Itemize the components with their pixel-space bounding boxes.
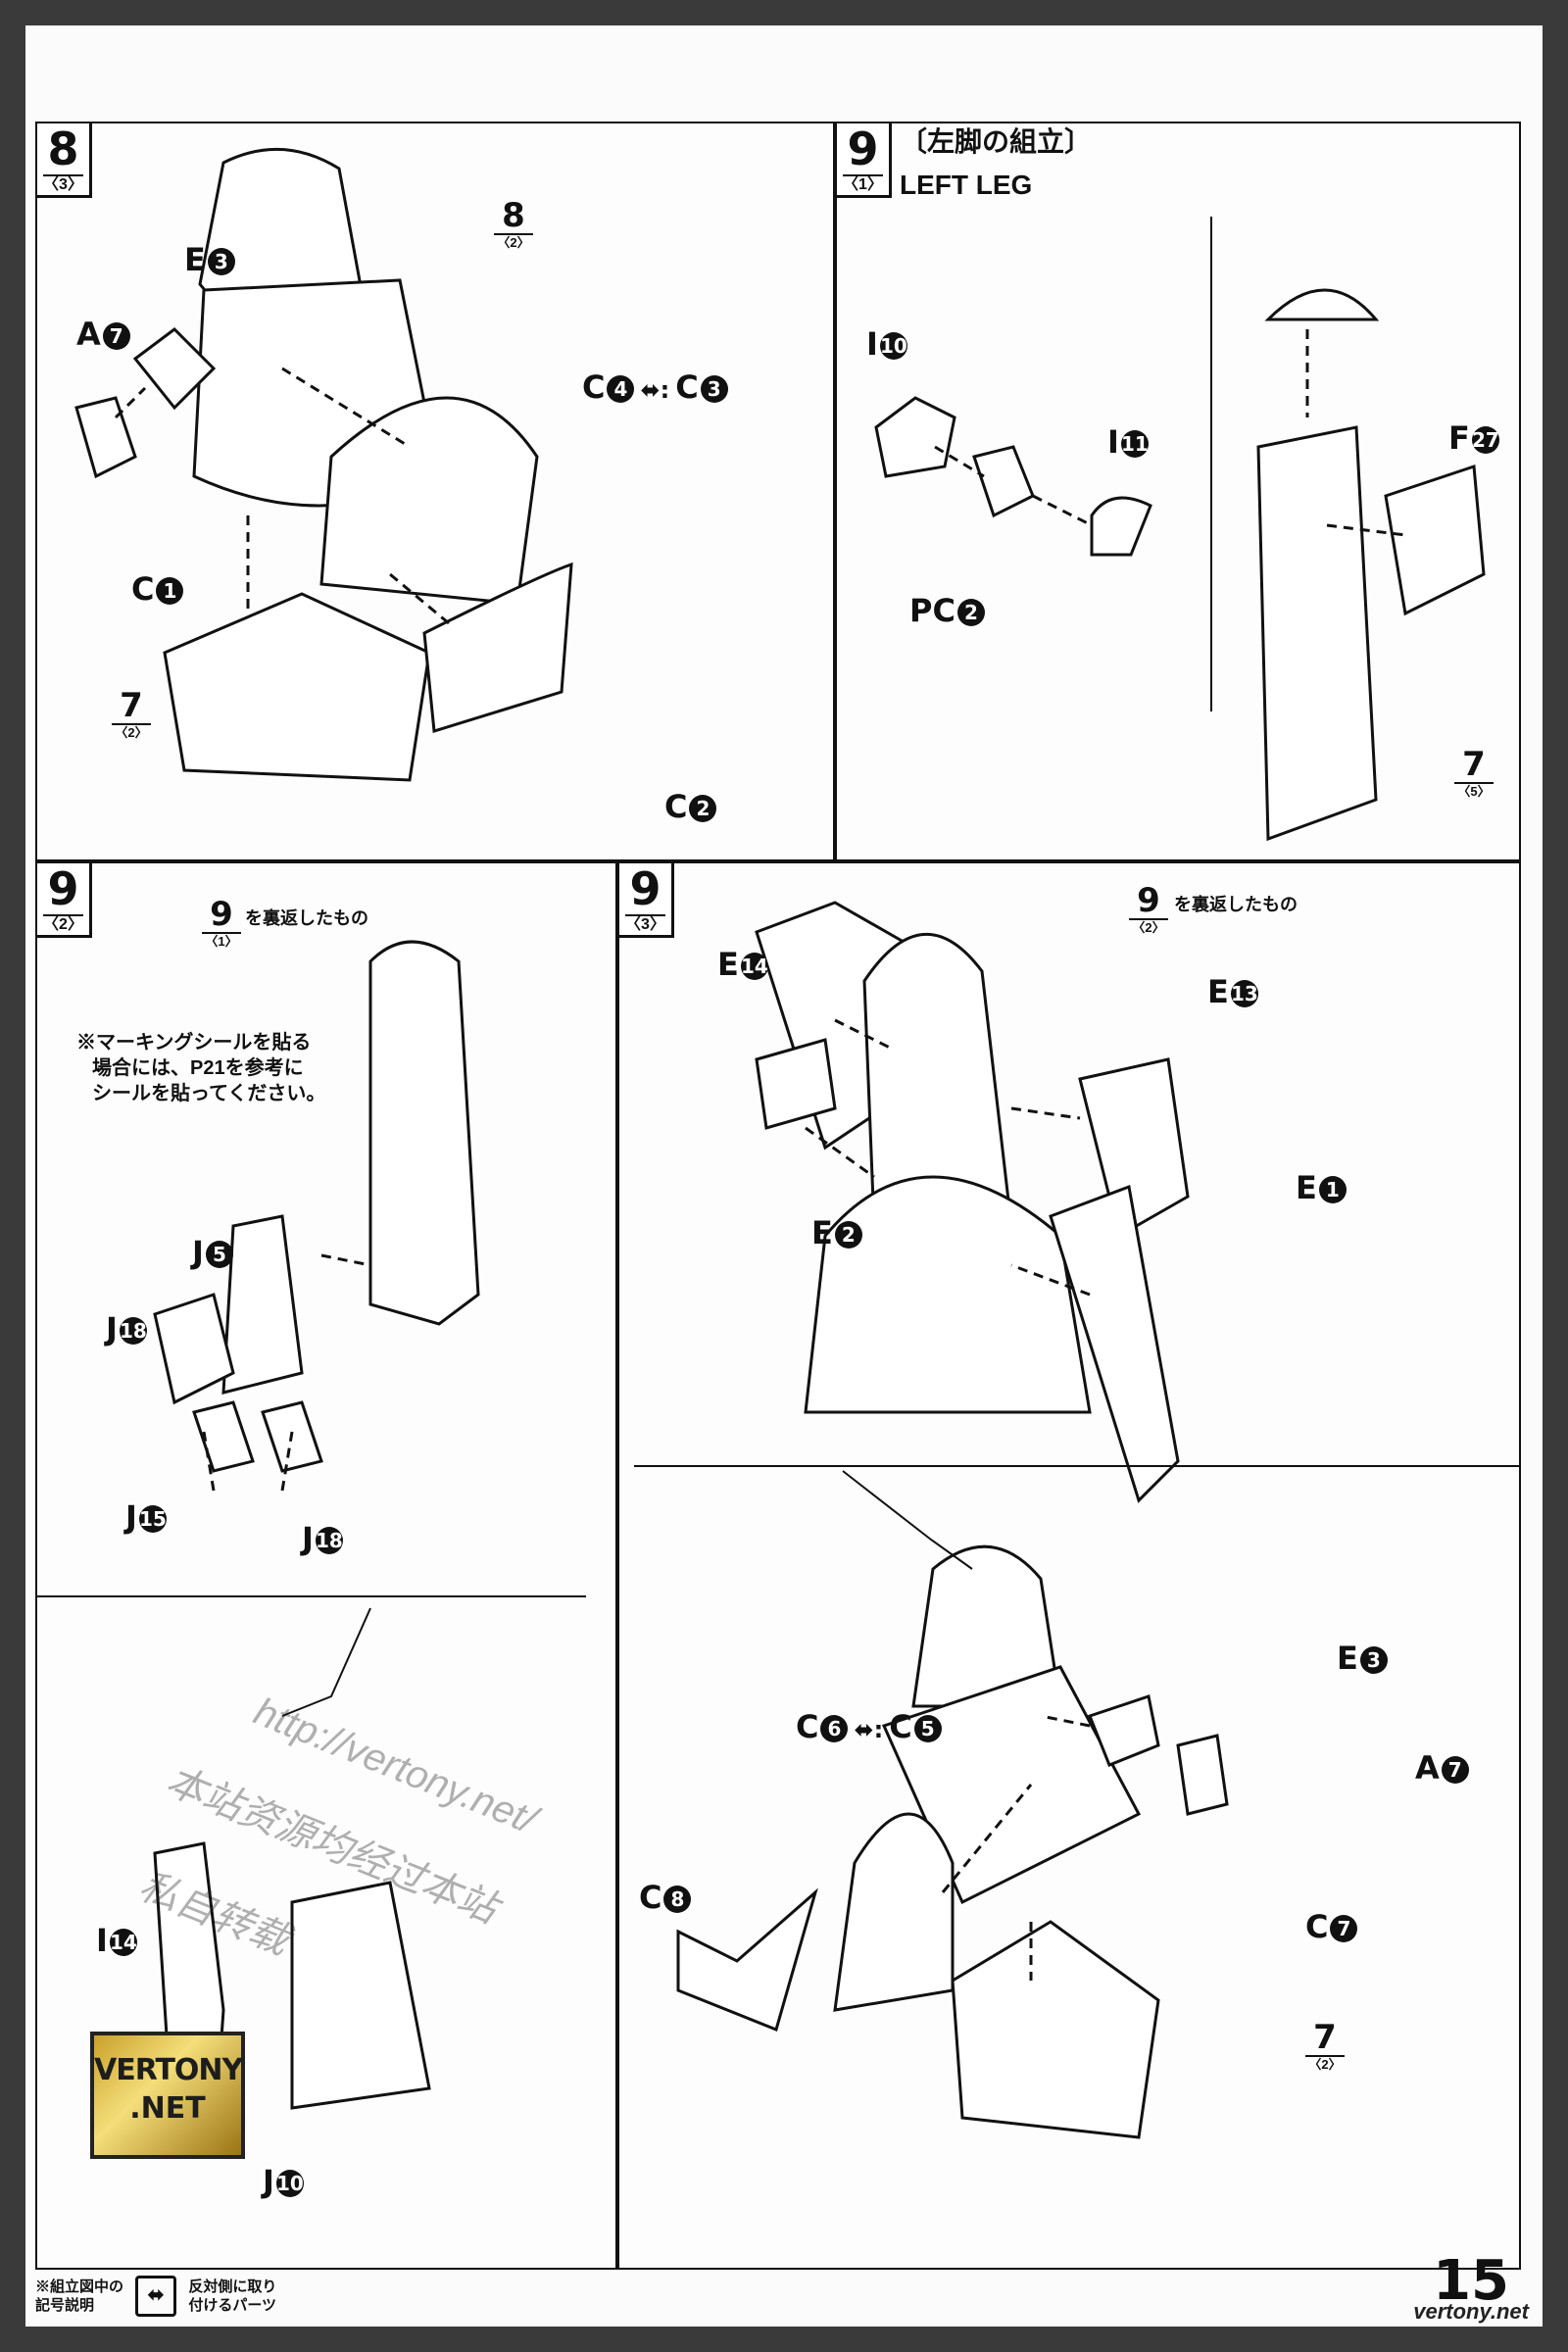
ref-badge: 9 〈1〉 [202,897,241,950]
legend-desc: 付けるパーツ [188,2297,277,2314]
ref-badge: 7 〈2〉 [112,688,151,741]
ref-sub: 〈1〉 [202,932,241,950]
site-url: vertony.net [1413,2299,1529,2324]
legend-title: 記号説明 [35,2297,95,2314]
leg-assembly-drawing [634,901,1519,2139]
vertony-logo: VERTONY .NET [90,2032,245,2159]
step-number: 8 [47,122,79,175]
step-sub: 〈3〉 [625,914,665,933]
legend-desc: 反対側に取り [188,2278,277,2295]
step-sub: 〈2〉 [43,914,83,933]
step-badge: 9 〈1〉 [837,123,892,198]
step-title-en: LEFT LEG [900,170,1033,200]
ref-sub: 〈2〉 [112,723,151,741]
ref-badge: 8 〈2〉 [494,198,533,251]
ref-sub: 〈2〉 [494,233,533,251]
step-badge: 8 〈3〉 [37,123,92,198]
panel-step-9-3: 9 〈3〉 9 〈2〉 を裏返したもの 7 〈2〉 [617,861,1521,2270]
ref-number: 7 [1313,2018,1337,2057]
ref-badge: 7 〈5〉 [1454,747,1494,800]
ref-sub: 〈2〉 [1305,2055,1345,2073]
ref-sub: 〈5〉 [1454,782,1494,800]
ref-sub: 〈2〉 [1129,918,1168,936]
step-badge: 9 〈2〉 [37,863,92,938]
leg-part-drawing [74,147,573,782]
legend-title: ※組立図中の [35,2278,124,2295]
footer-legend: ※組立図中の 記号説明 ⬌ 反対側に取り 付けるパーツ [35,2276,276,2330]
ref-number: 9 [210,895,233,934]
step-number: 9 [47,862,79,915]
step-sub: 〈3〉 [43,174,83,193]
ref-caption: を裏返したもの [245,908,368,928]
step-badge: 9 〈3〉 [619,863,674,938]
ref-number: 9 [1137,881,1160,920]
ref-number: 8 [502,196,525,235]
sticker-note: ※マーキングシールを貼る 場合には、P21を参考に シールを貼ってください。 [76,1032,326,1104]
step-title-jp: 〔左脚の組立〕 [900,126,1093,157]
step-sub: 〈1〉 [843,174,883,193]
ref-number: 7 [120,686,143,725]
ref-badge: 7 〈2〉 [1305,2020,1345,2073]
page-number: 15 [1433,2249,1509,2313]
ref-number: 7 [1462,745,1486,784]
ref-caption: を裏返したもの [1174,895,1298,914]
opposite-side-icon: ⬌ [135,2276,177,2317]
ref-badge: 9 〈2〉 [1129,883,1168,936]
knee-part-drawing [874,217,1486,842]
step-number: 9 [847,122,879,175]
step-number: 9 [629,862,662,915]
